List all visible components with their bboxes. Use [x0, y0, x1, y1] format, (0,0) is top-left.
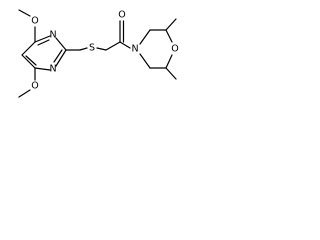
bond-o-c-lower-right: [165, 54, 173, 69]
molecule-canvas: O O N N S O N O: [0, 0, 183, 111]
bond-n-c-upper: [139, 29, 151, 45]
bond-methyl-upper: [165, 18, 177, 31]
bond-c2-n1: [55, 49, 67, 67]
bond-ch2-s: [79, 47, 88, 51]
thioether-linker: [65, 41, 121, 51]
bond-c-n-amide: [119, 41, 131, 49]
bond-c4-n3-double: [37, 39, 50, 46]
bond-s-ch2: [96, 47, 107, 51]
atom-s-thioether: S: [89, 43, 95, 54]
atom-o-methoxy-top: O: [31, 16, 38, 27]
bond-methyl-lower: [165, 67, 177, 80]
structure-diagram: O O N N S O N O: [18, 9, 179, 98]
carbonyl-group: [119, 20, 131, 49]
atom-n-morpholine: N: [131, 44, 138, 55]
atom-labels: O O N N S O N O: [31, 10, 178, 92]
atom-n-pyrimidine-lower: N: [49, 64, 56, 75]
bond-c4-c5: [21, 41, 36, 56]
bond-c5-c6-double: [25, 55, 37, 66]
bond-ch2-carbonyl: [105, 41, 121, 51]
bond-n1-c6: [34, 67, 51, 71]
bond-c5-c6: [21, 54, 36, 69]
bond-c2-n1-double: [53, 49, 63, 63]
bond-c4-n3: [34, 35, 51, 43]
bond-c-upper-right-o: [165, 29, 173, 43]
morpholine-ring: [139, 18, 177, 80]
atom-o-methoxy-bottom: O: [31, 81, 38, 92]
bond-n3-c2: [55, 37, 67, 51]
bond-o-bottom-methyl: [18, 89, 31, 98]
atom-n-pyrimidine-upper: N: [49, 30, 56, 41]
bond-c-lower-n: [139, 53, 151, 69]
atom-o-carbonyl: O: [118, 10, 125, 21]
atom-o-morpholine: O: [171, 44, 178, 55]
pyrimidine-ring: [21, 35, 67, 71]
methoxy-groups: [18, 9, 36, 98]
bond-o-top-methyl: [18, 9, 31, 17]
